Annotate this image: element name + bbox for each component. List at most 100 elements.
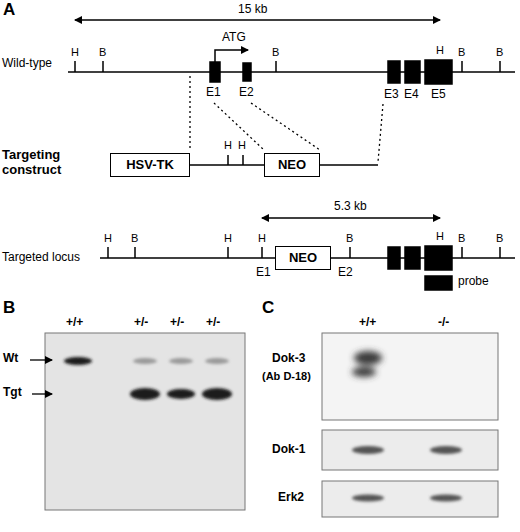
row-label: Wild-type [2,57,52,71]
site-label: B [458,46,465,59]
site-label: H [258,232,266,245]
southern-blot [30,333,245,510]
wild-type-locus-part [405,61,420,83]
genotype-label: +/+ [359,316,376,330]
site-label: H [436,230,444,243]
southern-blot-part-part [205,358,229,364]
southern-blot-part-part [169,358,193,364]
wild-type-locus-part [210,62,220,82]
wild-type-locus-part [275,61,277,72]
targeted-locus-part [261,247,263,258]
homology-dotted-lines-part [189,76,190,150]
wild-type-locus-part [425,60,452,84]
marker-box: NEO [275,246,331,270]
targeted-locus [100,246,515,290]
western-blots-part-part [352,495,384,502]
exon-label: E1 [256,266,271,280]
southern-blot-part-part [130,388,160,400]
southern-blot-part [64,357,232,400]
southern-blot-part-part [202,388,232,400]
marker-box: NEO [264,153,320,177]
genotype-label: +/- [206,316,220,330]
western-blots-part [352,446,462,454]
targeted-locus-part [388,247,400,269]
western-blots-part [352,495,462,502]
wild-type-locus-part [102,61,104,72]
site-label: B [272,46,279,59]
wild-type-locus-part [215,50,248,62]
homology-dotted-lines-part [251,103,320,150]
exon-label: E2 [239,86,254,100]
site-label: B [346,232,353,245]
southern-blot-part [133,358,229,364]
southern-blot-part-part [64,357,92,365]
southern-blot-part-part [133,358,157,364]
exon-label: E4 [404,88,419,102]
protein-label: Dok-1 [272,443,305,457]
box-label: NEO [289,250,317,265]
wild-type-locus [68,50,515,84]
site-label: H [436,44,444,57]
targeted-locus-part [107,247,109,258]
southern-blot-part-part [32,393,52,394]
exon-label: E2 [338,266,353,280]
size-label: 15 kb [238,3,267,17]
targeted-locus-part [349,247,351,258]
western-blots [322,333,498,517]
band-label: Tgt [3,386,22,400]
genotype-label: +/+ [66,316,83,330]
genotype-label: +/- [134,316,148,330]
site-label: H [224,232,232,245]
southern-blot-part-part [30,359,52,360]
targeted-locus-part [425,276,452,290]
targeting-construct-part [227,155,229,165]
size-arrows-part [262,217,440,218]
site-label: H [224,139,232,152]
targeting-construct-part [242,155,244,165]
genotype-label: +/- [170,316,184,330]
box-label: HSV-TK [126,157,174,172]
homology-dotted-lines-part [378,104,383,162]
exon-label: E1 [206,86,221,100]
targeted-locus-part [499,247,501,258]
wild-type-locus-part [243,63,251,81]
targeted-locus-part [227,247,229,258]
western-blots-part [322,430,498,470]
size-arrows-part [75,19,440,20]
western-blots-part-part [430,446,462,454]
row-label: Targeting construct [2,148,102,178]
homology-dotted-lines [190,76,383,162]
targeted-locus-part [134,247,136,258]
site-label: B [99,46,106,59]
site-label: B [458,232,465,245]
band-label: Wt [3,352,18,366]
size-label: 5.3 kb [334,200,367,214]
protein-label: Dok-3 [272,352,305,366]
western-blots-part [352,351,382,377]
probe-label: probe [458,275,489,289]
row-label: Targeted locus [2,251,80,265]
southern-blot-part [45,333,245,510]
box-label: NEO [278,157,306,172]
wild-type-locus-part [74,61,76,72]
wild-type-locus-part [499,61,501,72]
marker-box: HSV-TK [110,153,190,177]
southern-blot-part-part [167,389,195,399]
exon-label: E5 [431,88,446,102]
start-codon-label: ATG [222,31,246,45]
size-arrows [75,20,440,218]
protein-label: Erk2 [278,491,304,505]
western-blots-part [322,333,498,420]
western-blots-part-part [354,351,382,365]
wild-type-locus-part [461,61,463,72]
western-blots-part-part [352,367,376,377]
site-label: B [131,232,138,245]
panel-letter: B [3,298,15,318]
exon-label: E3 [384,88,399,102]
targeted-locus-part [461,247,463,258]
site-label: B [496,46,503,59]
targeted-locus-part [425,246,452,270]
targeted-locus-part [405,247,420,269]
panel-letter: C [262,298,274,318]
site-label: H [238,139,246,152]
